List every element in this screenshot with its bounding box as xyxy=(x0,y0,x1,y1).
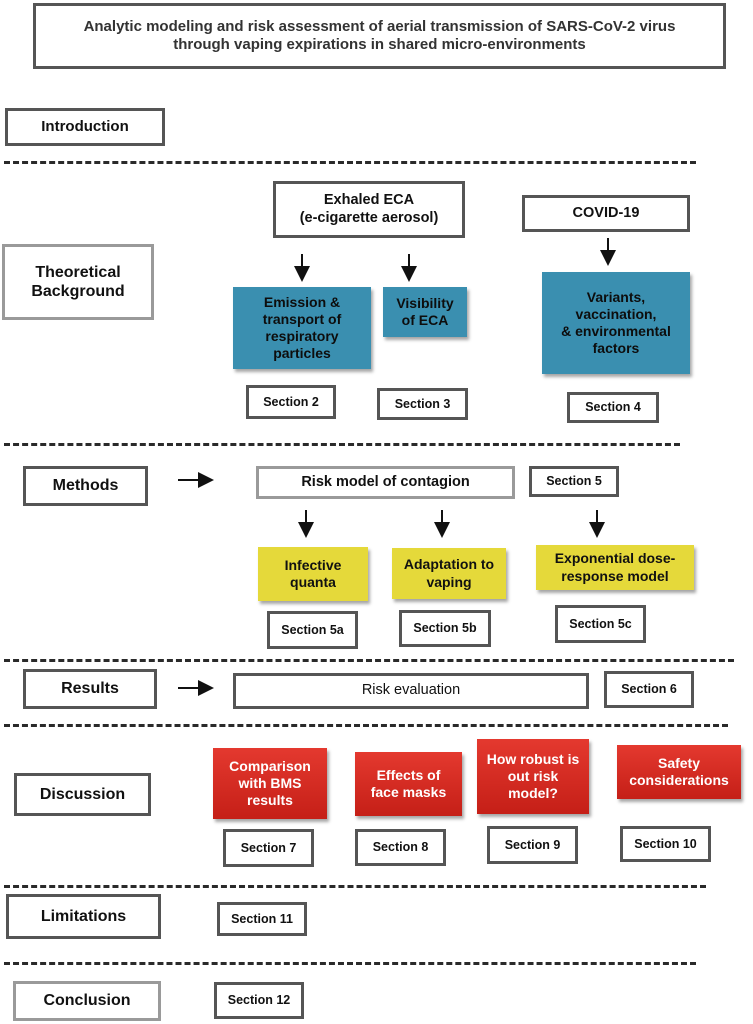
section-11-box: Section 11 xyxy=(217,902,307,936)
section-8-box: Section 8 xyxy=(355,829,446,866)
divider xyxy=(4,659,734,662)
divider xyxy=(4,962,696,965)
visibility-eca-box: Visibility of ECA xyxy=(383,287,467,337)
infective-quanta-box: Infective quanta xyxy=(258,547,368,601)
results-label: Results xyxy=(23,669,157,709)
section-5b-box: Section 5b xyxy=(399,610,491,647)
methods-label: Methods xyxy=(23,466,148,506)
risk-model-box: Risk model of contagion xyxy=(256,466,515,499)
dose-response-box: Exponential dose- response model xyxy=(536,545,694,590)
section-5-box: Section 5 xyxy=(529,466,619,497)
covid-box: COVID-19 xyxy=(522,195,690,232)
introduction-label: Introduction xyxy=(5,108,165,146)
risk-evaluation-box: Risk evaluation xyxy=(233,673,589,709)
emission-transport-box: Emission & transport of respiratory part… xyxy=(233,287,371,369)
limitations-label: Limitations xyxy=(6,894,161,939)
divider xyxy=(4,161,696,164)
section-4-box: Section 4 xyxy=(567,392,659,423)
section-7-box: Section 7 xyxy=(223,829,314,867)
section-12-box: Section 12 xyxy=(214,982,304,1019)
variants-vaccination-box: Variants, vaccination, & environmental f… xyxy=(542,272,690,374)
comparison-bms-box: Comparison with BMS results xyxy=(213,748,327,819)
exhaled-eca-box: Exhaled ECA (e-cigarette aerosol) xyxy=(273,181,465,238)
robust-model-box: How robust is out risk model? xyxy=(477,739,589,814)
section-5c-box: Section 5c xyxy=(555,605,646,643)
diagram-title: Analytic modeling and risk assessment of… xyxy=(33,3,726,69)
section-9-box: Section 9 xyxy=(487,826,578,864)
discussion-label: Discussion xyxy=(14,773,151,816)
divider xyxy=(4,885,706,888)
conclusion-label: Conclusion xyxy=(13,981,161,1021)
section-6-box: Section 6 xyxy=(604,671,694,708)
section-2-box: Section 2 xyxy=(246,385,336,419)
divider xyxy=(4,443,680,446)
face-masks-box: Effects of face masks xyxy=(355,752,462,816)
safety-considerations-box: Safety considerations xyxy=(617,745,741,799)
divider xyxy=(4,724,728,727)
theoretical-background-label: Theoretical Background xyxy=(2,244,154,320)
section-3-box: Section 3 xyxy=(377,388,468,420)
section-10-box: Section 10 xyxy=(620,826,711,862)
adaptation-vaping-box: Adaptation to vaping xyxy=(392,548,506,599)
section-5a-box: Section 5a xyxy=(267,611,358,649)
